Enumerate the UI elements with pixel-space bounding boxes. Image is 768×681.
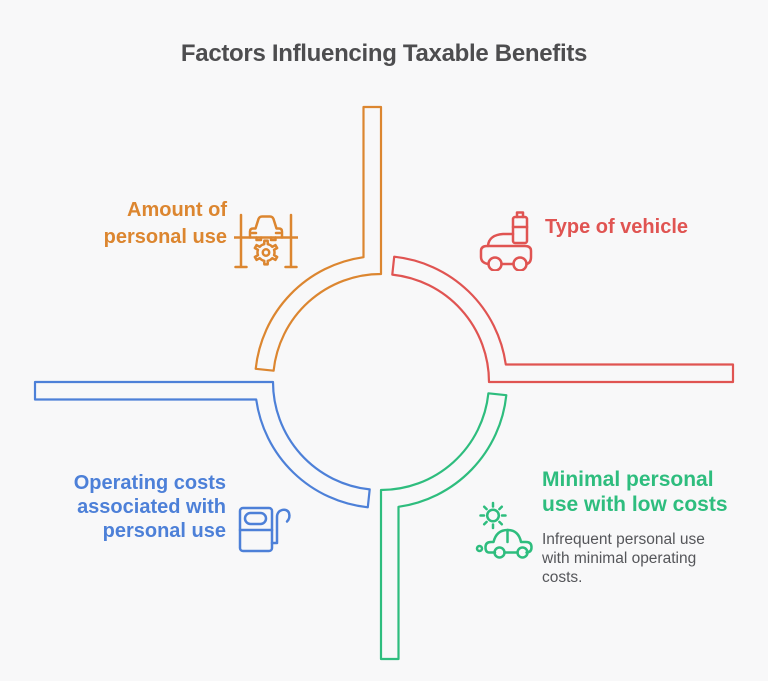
- label-minimal-personal-use: Minimal personal use with low costs: [542, 467, 728, 517]
- car-lift-icon: [234, 213, 298, 269]
- description-line: Infrequent personal use: [542, 531, 705, 548]
- label-amount-of-personal-use: Amount of personal use: [87, 197, 227, 251]
- description-line: with minimal operating: [542, 550, 697, 567]
- label-line: Minimal personal: [542, 468, 714, 491]
- label-line: associated with: [77, 496, 226, 518]
- page-title: Factors Influencing Taxable Benefits: [180, 40, 588, 67]
- label-line: personal use: [103, 226, 227, 248]
- label-line: Amount of: [127, 199, 227, 221]
- electric-car-battery-icon: [479, 211, 533, 271]
- label-type-of-vehicle: Type of vehicle: [545, 214, 688, 240]
- label-line: Type of vehicle: [545, 216, 689, 238]
- arc-type-of-vehicle: [391, 255, 735, 384]
- label-operating-costs: Operating costs associated with personal…: [66, 471, 226, 543]
- arc-amount-of-personal-use: [254, 105, 383, 372]
- label-line: personal use: [102, 520, 226, 542]
- arc-operating-costs: [33, 380, 371, 509]
- description-minimal-personal-use: Infrequent personal use with minimal ope…: [542, 530, 705, 587]
- description-line: costs.: [542, 569, 583, 586]
- eco-car-sun-icon: [475, 501, 533, 559]
- label-line: Operating costs: [73, 472, 226, 494]
- label-line: use with low costs: [542, 493, 728, 516]
- arc-minimal-personal-use: [379, 392, 508, 661]
- fuel-pump-icon: [238, 506, 291, 553]
